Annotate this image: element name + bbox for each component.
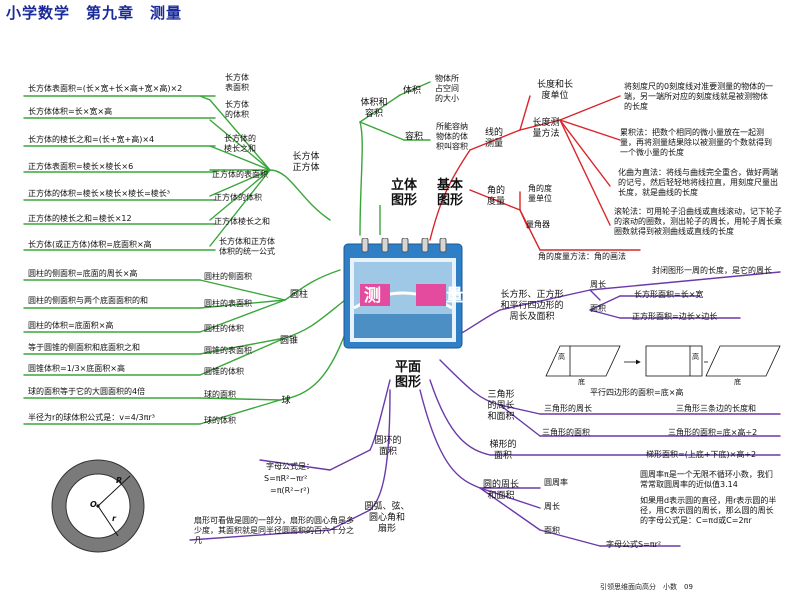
curve-straight-method: 化曲为直法：将线与曲线完全重合，做好两端的记号，然后轻轻地将线拉直，用刻度尺量出…	[618, 168, 778, 197]
formula-cuboid-edges: 长方体的棱长之和=(长+宽+高)×4	[28, 135, 155, 144]
formula-cylinder-surface: 圆柱的侧面积与两个底面面积的和	[28, 296, 148, 305]
node-trapezoid: 梯形的面积	[489, 440, 517, 461]
node-length-unit: 长度和长度单位	[536, 80, 573, 101]
node-area: 面积	[590, 304, 606, 313]
pi-definition: 圆周率π是一个无限不循环小数，我们常常取圆周率的近似值3.14	[640, 470, 773, 489]
calendar-icon: 测 量	[342, 237, 464, 350]
node-angle-measure: 角的度量	[486, 186, 505, 207]
sector-description: 扇形可看做是圆的一部分，扇形的圆心角是多少度，其面积就是同半径圆面积的百六十分之…	[194, 516, 354, 545]
perimeter-definition: 封闭图形一周的长度，是它的周长	[652, 266, 772, 275]
label-cylinder-surface: 圆柱的表面积	[204, 299, 252, 308]
label-cuboid-surface: 长方体表面积	[225, 73, 249, 92]
circumference-def: 如果用d表示圆的直径，用r表示圆的半径，用C表示圆的周长，那么圆的周长的字母公式…	[640, 496, 777, 525]
node-triangle: 三角形的周长和面积	[487, 390, 515, 422]
formula-cube-volume: 正方体的体积=棱长×棱长×棱长=棱长³	[28, 189, 171, 198]
label-cylinder-volume: 圆柱的体积	[204, 324, 244, 333]
label-cube-volume: 正方体的体积	[214, 193, 262, 202]
length-method-desc: 将刻度尺的0刻度线对准要测量的物体的一端，另一端所对应的刻度线就是被测物体的长度	[624, 82, 774, 111]
circle-area-formula: 字母公式S=πr²	[606, 540, 662, 549]
node-protractor: 量角器	[526, 220, 550, 229]
formula-sphere-volume: 半径为r的球体积公式是：v=4/3πr³	[28, 413, 155, 422]
triangle-perimeter-def: 三角形三条边的长度和	[676, 404, 756, 413]
node-volume: 体积	[402, 86, 421, 96]
ring-formula-2: =π(R²−r²)	[270, 486, 310, 495]
volume-definition: 物体所占空间的大小	[435, 74, 459, 103]
square-area-formula: 正方形面积=边长×边长	[632, 312, 718, 321]
node-cuboid-cube: 长方体正方体	[292, 152, 320, 173]
angle-method: 角的度量方法：角的画法	[538, 252, 626, 261]
node-arc-sector: 圆弧、弦、圆心角和扇形	[364, 502, 410, 534]
formula-cylinder-volume: 圆柱的体积=底面积×高	[28, 321, 114, 330]
node-capacity: 容积	[404, 132, 423, 142]
label-unified-volume: 长方体和正方体体积的统一公式	[219, 237, 275, 256]
label-cone-surface: 圆锥的表面积	[204, 346, 252, 355]
ring-formula-1: S=πR²−πr²	[264, 474, 308, 483]
triangle-perimeter: 三角形的周长	[544, 404, 592, 413]
node-angle-unit: 角的度量单位	[528, 184, 552, 203]
ring-formula-label: 字母公式是：	[266, 462, 314, 471]
fig-height-2: 高	[692, 353, 699, 361]
formula-cuboid-volume: 长方体体积=长×宽×高	[28, 107, 113, 116]
rolling-method: 滚轮法：可用轮子沿曲线或直线滚动，记下轮子的滚动的圈数，测出轮子的周长，用轮子周…	[614, 207, 782, 236]
label-sphere-volume: 球的体积	[204, 416, 236, 425]
node-plane-figures: 平面图形	[394, 360, 421, 390]
node-volume-capacity: 体积和容积	[360, 98, 388, 119]
node-cone: 圆锥	[279, 336, 298, 346]
formula-cuboid-surface: 长方体表面积=(长×宽+长×高+宽×高)×2	[28, 84, 183, 93]
label-cube-surface: 正方体的表面积	[212, 170, 268, 179]
fig-height-1: 高	[558, 353, 565, 361]
node-solid-figures: 立体图形	[390, 178, 417, 208]
node-circumference: 周长	[544, 502, 560, 511]
trapezoid-formula: 梯形面积=(上底+下底)×高÷2	[646, 450, 757, 459]
node-circle: 圆的周长和面积	[482, 480, 519, 501]
ring-label-O: O	[90, 500, 97, 509]
page-footer: 引领思维面向高分 小数 09	[600, 583, 693, 591]
label-cuboid-edges: 长方体的棱长之和	[224, 134, 256, 153]
formula-unified-volume: 长方体(或正方体)体积=底面积×高	[28, 240, 152, 249]
para-area-formula: 平行四边形的面积=底×高	[590, 388, 684, 397]
ring-label-r: r	[112, 514, 116, 523]
formula-sphere-area: 球的面积等于它的大圆面积的4倍	[28, 387, 146, 396]
node-pi: 圆周率	[544, 478, 568, 487]
label-cuboid-volume: 长方体的体积	[225, 100, 249, 119]
fig-base-1: 底	[578, 378, 585, 386]
capacity-definition: 所能容纳物体的体积叫容积	[436, 122, 468, 151]
node-line-measure: 线的测量	[484, 128, 503, 149]
label-cube-edges: 正方体棱长之和	[214, 217, 270, 226]
fig-base-2: 底	[734, 378, 741, 386]
ring-label-R: R	[116, 476, 123, 485]
formula-cone-surface: 等于圆锥的侧面积和底面积之和	[28, 343, 140, 352]
center-title: 测 量	[364, 286, 487, 306]
triangle-area: 三角形的面积	[542, 428, 590, 437]
formula-cube-surface: 正方体表面积=棱长×棱长×6	[28, 162, 134, 171]
ring-figure	[51, 459, 145, 553]
rect-area-formula: 长方形面积=长×宽	[634, 290, 704, 299]
page-title: 小学数学 第九章 测量	[6, 4, 183, 22]
formula-cone-volume: 圆锥体积=1/3×底面积×高	[28, 364, 125, 373]
node-perimeter: 周长	[590, 280, 606, 289]
node-rect-square-para: 长方形、正方形和平行四边形的周长及面积	[500, 290, 564, 322]
formula-cylinder-lateral: 圆柱的侧面积=底面的周长×高	[28, 269, 138, 278]
triangle-area-formula: 三角形的面积=底×高÷2	[668, 428, 758, 437]
label-cone-volume: 圆锥的体积	[204, 367, 244, 376]
node-sphere: 球	[281, 396, 291, 406]
node-basic-figures: 基本图形	[436, 178, 463, 208]
node-ring-area: 圆环的面积	[374, 436, 402, 457]
formula-cube-edges: 正方体的棱长之和=棱长×12	[28, 214, 132, 223]
parallelogram-figure	[545, 345, 781, 377]
node-length-method: 长度测量方法	[532, 118, 560, 139]
node-cylinder: 圆柱	[289, 290, 308, 300]
accumulate-method: 累积法：把数个相同的微小量放在一起测量，再将测量结果除以被测量的个数就得到一个微…	[620, 128, 772, 157]
node-circle-area: 面积	[544, 526, 560, 535]
label-sphere-area: 球的面积	[204, 390, 236, 399]
label-cylinder-lateral: 圆柱的侧面积	[204, 272, 252, 281]
